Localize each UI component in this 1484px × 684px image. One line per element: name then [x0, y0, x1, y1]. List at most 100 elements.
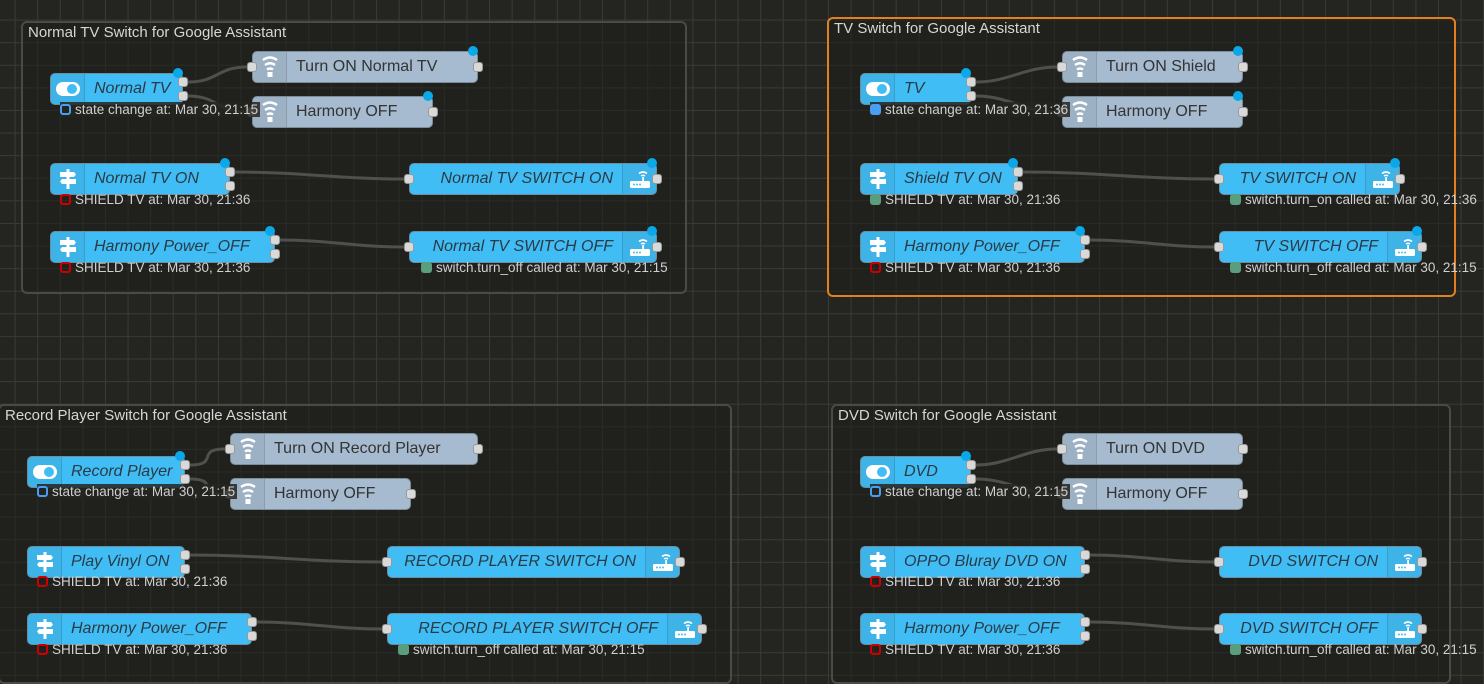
state-node[interactable]: Normal TV [50, 68, 183, 105]
status-text: SHIELD TV at: Mar 30, 21:36 [52, 574, 228, 589]
output-port[interactable] [697, 624, 707, 634]
node-status: switch.turn_on called at: Mar 30, 21:36 [1230, 192, 1477, 207]
service-node[interactable]: DVD SWITCH ON [1219, 546, 1422, 578]
node-status: switch.turn_off called at: Mar 30, 21:15 [1230, 642, 1477, 657]
action-node[interactable]: Turn ON Normal TV [252, 46, 478, 83]
output-port[interactable] [225, 167, 235, 177]
trigger-node[interactable]: Shield TV ON [860, 158, 1018, 195]
node-label: Play Vinyl ON [71, 553, 170, 570]
output-port[interactable] [1238, 489, 1248, 499]
sign-icon [28, 547, 62, 577]
input-port[interactable] [1057, 62, 1067, 72]
trigger-node[interactable]: Harmony Power_OFF [27, 613, 252, 645]
output-port[interactable] [178, 91, 188, 101]
action-node[interactable]: Harmony OFF [230, 478, 411, 510]
output-port[interactable] [178, 77, 188, 87]
status-text: state change at: Mar 30, 21:15 [75, 102, 259, 117]
output-port[interactable] [473, 444, 483, 454]
trigger-node[interactable]: Harmony Power_OFF [860, 613, 1085, 645]
service-node[interactable]: TV SWITCH ON [1219, 158, 1400, 195]
output-port[interactable] [247, 631, 257, 641]
action-node[interactable]: Harmony OFF [1062, 91, 1243, 128]
input-port[interactable] [1057, 444, 1067, 454]
output-port[interactable] [247, 617, 257, 627]
status-text: switch.turn_off called at: Mar 30, 21:15 [1245, 260, 1477, 275]
action-node[interactable]: Harmony OFF [1062, 478, 1243, 510]
output-port[interactable] [966, 474, 976, 484]
output-port[interactable] [966, 77, 976, 87]
output-port[interactable] [652, 174, 662, 184]
output-port[interactable] [428, 107, 438, 117]
output-port[interactable] [1395, 174, 1405, 184]
output-port[interactable] [1013, 181, 1023, 191]
output-port[interactable] [966, 91, 976, 101]
output-port[interactable] [1080, 617, 1090, 627]
action-node[interactable]: Harmony OFF [252, 91, 433, 128]
service-node[interactable]: RECORD PLAYER SWITCH ON [387, 546, 680, 578]
trigger-node[interactable]: Harmony Power_OFF [50, 226, 275, 263]
node-status: state change at: Mar 30, 21:15 [37, 484, 238, 499]
input-port[interactable] [1214, 174, 1224, 184]
output-port[interactable] [473, 62, 483, 72]
output-port[interactable] [1080, 564, 1090, 574]
input-port[interactable] [1214, 242, 1224, 252]
output-port[interactable] [1080, 550, 1090, 560]
node-status: SHIELD TV at: Mar 30, 21:36 [870, 260, 1060, 275]
action-node[interactable]: Turn ON Shield [1062, 46, 1243, 83]
service-node[interactable]: RECORD PLAYER SWITCH OFF [387, 613, 702, 645]
node-label: Harmony OFF [274, 485, 376, 502]
trigger-node[interactable]: Normal TV ON [50, 158, 230, 195]
output-port[interactable] [1417, 557, 1427, 567]
status-text: SHIELD TV at: Mar 30, 21:36 [75, 260, 251, 275]
output-port[interactable] [1080, 235, 1090, 245]
node-label: Harmony Power_OFF [94, 238, 250, 255]
input-port[interactable] [225, 444, 235, 454]
input-port[interactable] [1214, 557, 1224, 567]
sign-icon [28, 614, 62, 644]
action-node[interactable]: Turn ON Record Player [230, 433, 478, 465]
action-node[interactable]: Turn ON DVD [1062, 433, 1243, 465]
node-label: DVD SWITCH ON [1248, 553, 1378, 570]
node-label: Normal TV SWITCH OFF [432, 238, 613, 255]
output-port[interactable] [1417, 624, 1427, 634]
node-status: state change at: Mar 30, 21:15 [870, 484, 1071, 499]
output-port[interactable] [1238, 444, 1248, 454]
output-port[interactable] [1417, 242, 1427, 252]
state-node[interactable]: Record Player [27, 451, 185, 488]
output-port[interactable] [270, 249, 280, 259]
trigger-node[interactable]: Play Vinyl ON [27, 546, 185, 578]
output-port[interactable] [180, 460, 190, 470]
input-port[interactable] [382, 557, 392, 567]
service-node[interactable]: TV SWITCH OFF [1219, 226, 1422, 263]
state-node[interactable]: TV [860, 68, 971, 105]
service-node[interactable]: Normal TV SWITCH ON [409, 158, 657, 195]
changed-indicator-icon [647, 158, 657, 168]
input-port[interactable] [404, 242, 414, 252]
trigger-node[interactable]: OPPO Bluray DVD ON [860, 546, 1085, 578]
output-port[interactable] [225, 181, 235, 191]
output-port[interactable] [180, 550, 190, 560]
wifi-icon [253, 52, 287, 82]
output-port[interactable] [1238, 107, 1248, 117]
output-port[interactable] [966, 460, 976, 470]
input-port[interactable] [247, 62, 257, 72]
service-node[interactable]: Normal TV SWITCH OFF [409, 226, 657, 263]
output-port[interactable] [675, 557, 685, 567]
output-port[interactable] [652, 242, 662, 252]
output-port[interactable] [1013, 167, 1023, 177]
node-status: SHIELD TV at: Mar 30, 21:36 [870, 642, 1060, 657]
output-port[interactable] [1080, 631, 1090, 641]
service-node[interactable]: DVD SWITCH OFF [1219, 613, 1422, 645]
output-port[interactable] [1080, 249, 1090, 259]
input-port[interactable] [404, 174, 414, 184]
output-port[interactable] [406, 489, 416, 499]
output-port[interactable] [180, 474, 190, 484]
trigger-node[interactable]: Harmony Power_OFF [860, 226, 1085, 263]
output-port[interactable] [180, 564, 190, 574]
group-title: Normal TV Switch for Google Assistant [28, 24, 287, 41]
input-port[interactable] [382, 624, 392, 634]
output-port[interactable] [270, 235, 280, 245]
input-port[interactable] [1214, 624, 1224, 634]
status-text: state change at: Mar 30, 21:15 [885, 484, 1069, 499]
output-port[interactable] [1238, 62, 1248, 72]
